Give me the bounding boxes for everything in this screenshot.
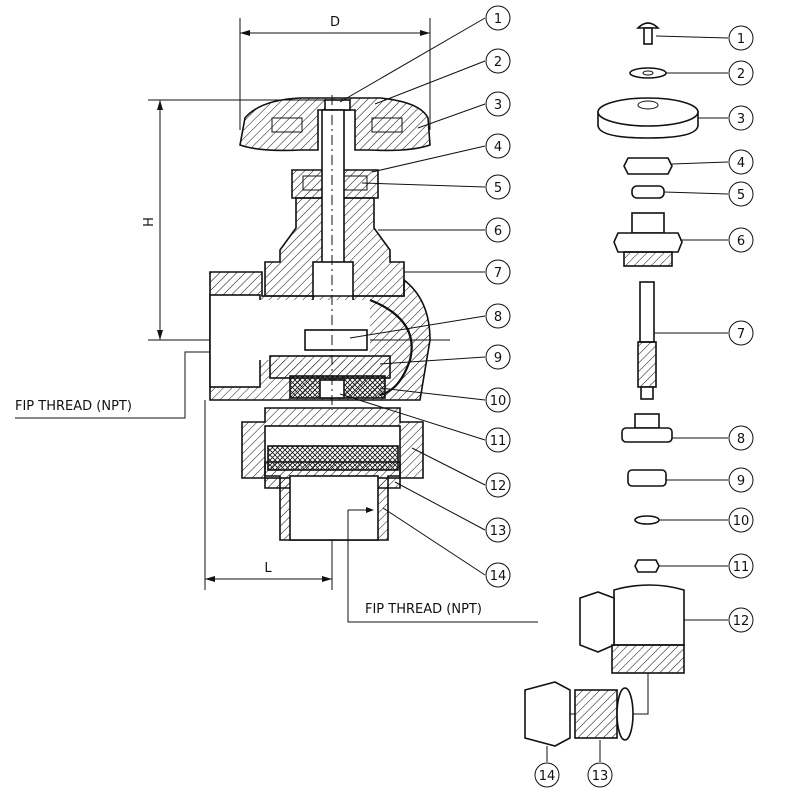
exploded-bonnet (613, 212, 683, 267)
exploded-callout: 8 (728, 425, 754, 451)
svg-text:1: 1 (494, 12, 502, 27)
exploded-disc-washer (634, 515, 660, 525)
exploded-union-nut (524, 681, 571, 747)
svg-text:5: 5 (494, 181, 502, 196)
exploded-disc (627, 469, 667, 487)
exploded-callout: 3 (728, 105, 754, 131)
exploded-nut (623, 157, 673, 175)
exploded-callout: 5 (728, 181, 754, 207)
svg-text:5: 5 (737, 188, 745, 203)
section-callout: 10 (485, 387, 511, 413)
exploded-callout: 4 (728, 149, 754, 175)
section-callout: 8 (485, 303, 511, 329)
dimension-l-label: L (264, 561, 272, 576)
left-thread-label: FIP THREAD (NPT) (15, 399, 132, 414)
section-callout: 2 (485, 48, 511, 74)
bottom-thread-callout: FIP THREAD (NPT) (347, 507, 538, 623)
svg-text:12: 12 (733, 614, 750, 629)
exploded-callouts: 1 2 3 4 5 6 7 8 9 10 11 12 13 14 (534, 25, 754, 788)
section-disc (269, 355, 391, 379)
exploded-washer (629, 67, 667, 79)
svg-text:9: 9 (494, 351, 502, 366)
exploded-disc-holder (621, 413, 673, 443)
dimension-d: D (239, 15, 431, 130)
section-callout: 6 (485, 217, 511, 243)
svg-text:11: 11 (490, 434, 507, 449)
section-view: D H L (15, 5, 538, 623)
exploded-stem (637, 281, 657, 400)
exploded-callout: 14 (534, 762, 560, 788)
svg-text:14: 14 (539, 769, 556, 784)
section-handwheel (239, 97, 431, 152)
svg-text:6: 6 (494, 224, 502, 239)
svg-text:13: 13 (490, 524, 507, 539)
exploded-callout: 12 (728, 607, 754, 633)
svg-text:2: 2 (494, 55, 502, 70)
svg-text:2: 2 (737, 67, 745, 82)
svg-text:8: 8 (737, 432, 745, 447)
exploded-callout: 1 (728, 25, 754, 51)
section-leaders (339, 17, 486, 576)
section-callout: 13 (485, 517, 511, 543)
svg-text:1: 1 (737, 32, 745, 47)
section-callout: 11 (485, 427, 511, 453)
svg-text:10: 10 (490, 394, 507, 409)
svg-text:8: 8 (494, 310, 502, 325)
exploded-callout: 9 (728, 467, 754, 493)
exploded-callout: 10 (728, 507, 754, 533)
exploded-callout: 7 (728, 320, 754, 346)
exploded-leaders (546, 35, 729, 762)
exploded-tailpiece (574, 687, 634, 741)
exploded-view: 1 2 3 4 5 6 7 8 9 10 11 12 13 14 (524, 22, 754, 788)
exploded-callout: 2 (728, 60, 754, 86)
svg-text:10: 10 (733, 514, 750, 529)
svg-text:14: 14 (490, 569, 507, 584)
exploded-callout: 11 (728, 553, 754, 579)
section-callout: 4 (485, 133, 511, 159)
exploded-screw (636, 22, 660, 45)
svg-text:6: 6 (737, 234, 745, 249)
section-callout: 3 (485, 91, 511, 117)
exploded-disc-nut (634, 559, 660, 573)
section-callout: 7 (485, 259, 511, 285)
svg-text:7: 7 (737, 327, 745, 342)
section-disc-holder (304, 329, 368, 351)
svg-text:7: 7 (494, 266, 502, 281)
svg-text:11: 11 (733, 560, 750, 575)
exploded-packing (631, 185, 665, 199)
section-callout: 9 (485, 344, 511, 370)
svg-text:12: 12 (490, 479, 507, 494)
dimension-d-label: D (330, 15, 340, 30)
dimension-h-label: H (142, 217, 157, 227)
exploded-callout: 13 (587, 762, 613, 788)
bottom-thread-label: FIP THREAD (NPT) (365, 602, 482, 617)
section-callouts: 1 2 3 4 5 6 7 8 9 10 11 12 13 14 (485, 5, 511, 588)
svg-text:3: 3 (737, 112, 745, 127)
exploded-body (579, 584, 685, 674)
svg-text:13: 13 (592, 769, 609, 784)
exploded-callout: 6 (728, 227, 754, 253)
svg-text:9: 9 (737, 474, 745, 489)
section-callout: 1 (485, 5, 511, 31)
svg-text:4: 4 (737, 156, 745, 171)
left-thread-callout: FIP THREAD (NPT) (15, 351, 210, 419)
section-callout: 5 (485, 174, 511, 200)
svg-text:4: 4 (494, 140, 502, 155)
svg-text:3: 3 (494, 98, 502, 113)
section-callout: 14 (485, 562, 511, 588)
section-callout: 12 (485, 472, 511, 498)
exploded-handwheel (597, 97, 699, 139)
